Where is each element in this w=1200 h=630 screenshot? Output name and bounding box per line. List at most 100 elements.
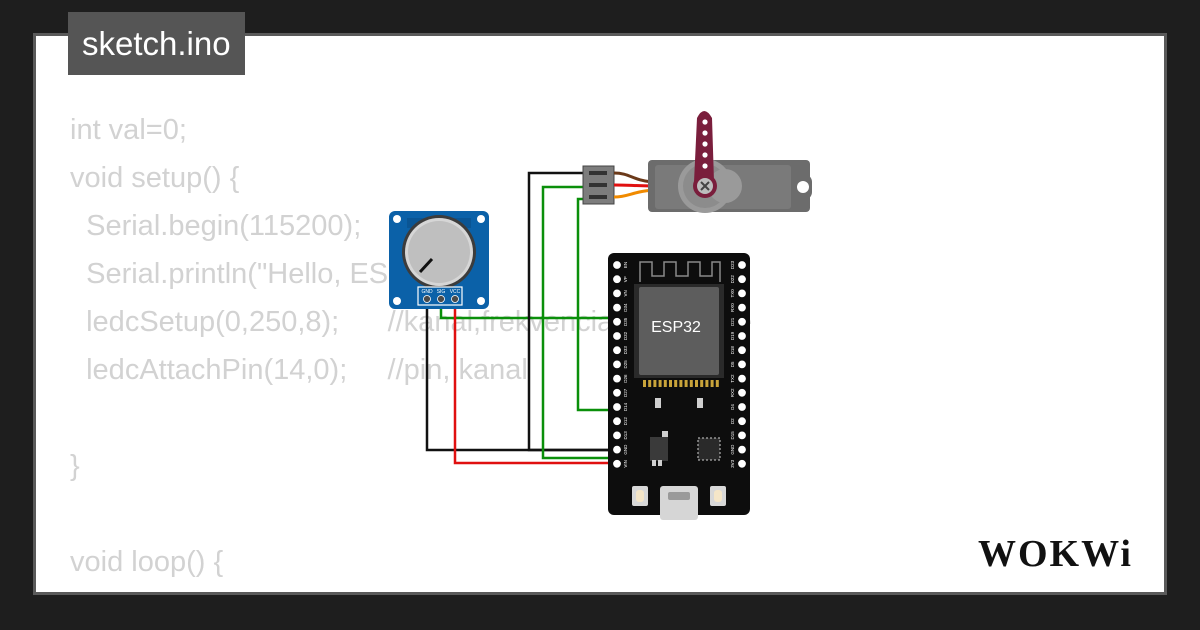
wire-servo-signal[interactable]	[576, 197, 616, 412]
preview-panel: int val=0; void setup() { Serial.begin(11…	[33, 33, 1167, 595]
esp32-pin-label: D34	[623, 303, 628, 312]
esp32-pin-label: D2	[730, 418, 735, 424]
esp32-pin-label: GND	[730, 444, 735, 455]
esp32-pin-label: D25	[623, 360, 628, 369]
esp32-pin[interactable]	[737, 416, 747, 427]
esp32-pin[interactable]	[612, 331, 622, 341]
module-pad	[663, 380, 667, 387]
servo-motor-icon[interactable]	[648, 111, 812, 213]
esp32-pin-label: D13	[623, 431, 628, 440]
esp32-pin-label: D19	[730, 331, 735, 340]
esp32-pin[interactable]	[737, 260, 747, 270]
esp32-pin[interactable]	[737, 331, 747, 341]
esp32-devkit-icon[interactable]: ESP32 ENVPVND34D35D32D33D25D26D27D14D12D…	[608, 253, 750, 520]
esp32-pin-label: D18	[730, 346, 735, 355]
wire-servo-gnd[interactable]	[527, 171, 616, 452]
esp32-pin[interactable]	[612, 444, 622, 455]
esp32-pin[interactable]	[612, 430, 622, 441]
pot-pin-label-gnd: GND	[421, 289, 433, 295]
esp32-pin[interactable]	[737, 302, 747, 313]
esp32-pin[interactable]	[737, 373, 747, 384]
esp32-pin[interactable]	[737, 387, 747, 398]
esp32-pin-label: D22	[730, 275, 735, 284]
esp32-pin[interactable]	[737, 458, 747, 469]
esp32-pin-label: 3V3	[730, 459, 735, 468]
esp32-pin-label: GND	[623, 444, 628, 455]
esp32-pin[interactable]	[737, 444, 747, 455]
esp32-pin[interactable]	[612, 373, 622, 384]
esp32-pin[interactable]	[612, 260, 622, 270]
esp32-pin[interactable]	[737, 316, 747, 327]
module-pad	[648, 380, 652, 387]
esp32-pin-label: D4	[730, 404, 735, 410]
esp32-pin-label: D5	[730, 361, 735, 367]
esp32-pin[interactable]	[737, 288, 747, 299]
esp32-pin-label: D26	[623, 374, 628, 383]
esp32-pin[interactable]	[612, 274, 622, 285]
code-line: Serial.begin(115200);	[70, 210, 362, 242]
esp32-pin[interactable]	[612, 316, 622, 327]
module-pad	[658, 380, 662, 387]
esp32-pin[interactable]	[737, 345, 747, 356]
esp32-pin-label: D33	[623, 346, 628, 355]
esp32-pin-label: VP	[623, 276, 628, 282]
esp32-pin-label: D12	[623, 417, 628, 426]
esp32-pin-label: TX0	[730, 289, 735, 298]
module-pads	[643, 380, 719, 387]
esp32-pin[interactable]	[612, 402, 622, 412]
module-pad	[653, 380, 657, 387]
esp32-pin-label: D23	[730, 260, 735, 269]
pot-pin-label-vcc: VCC	[450, 289, 461, 295]
esp32-pin-label: D32	[623, 331, 628, 340]
code-line: int val=0;	[70, 114, 187, 146]
esp32-pin[interactable]	[737, 402, 747, 412]
esp32-label: ESP32	[651, 319, 701, 336]
pot-pin-label-sig: SIG	[437, 289, 446, 295]
module-pad	[689, 380, 693, 387]
esp32-pin[interactable]	[612, 302, 622, 313]
module-pad	[679, 380, 683, 387]
file-title[interactable]: sketch.ino	[68, 12, 245, 75]
esp32-pin[interactable]	[612, 288, 622, 299]
esp32-pin-label: D35	[623, 317, 628, 326]
esp32-pin[interactable]	[737, 430, 747, 441]
esp32-pin[interactable]	[612, 458, 622, 469]
esp32-pin-label: D27	[623, 388, 628, 397]
esp32-pin-label: VN	[623, 290, 628, 296]
wokwi-logo: WOKWi	[978, 533, 1133, 575]
esp32-pin-label: D14	[623, 402, 628, 411]
module-pad	[669, 380, 672, 387]
esp32-pin[interactable]	[612, 359, 622, 370]
esp32-pin-label: VIN	[623, 460, 628, 468]
module-pad	[643, 380, 646, 387]
wire-servo-vcc[interactable]	[541, 185, 616, 460]
wokwi-logo-text: WOKWi	[978, 533, 1133, 575]
code-line: }	[70, 450, 80, 482]
esp32-pin[interactable]	[737, 274, 747, 285]
esp32-pin-label: D15	[730, 431, 735, 440]
code-line: ledcAttachPin(14,0); //pin, kanal	[70, 354, 528, 386]
esp32-pin[interactable]	[612, 416, 622, 427]
module-pad	[695, 380, 698, 387]
esp32-pin-label: D21	[730, 317, 735, 326]
module-pad	[674, 380, 678, 387]
module-pad	[715, 380, 719, 387]
module-pad	[684, 380, 688, 387]
esp32-pin[interactable]	[737, 359, 747, 370]
code-line: void setup() {	[70, 162, 240, 194]
esp32-pin-label: RX2	[730, 388, 735, 397]
module-pad	[710, 380, 714, 387]
module-pad	[700, 380, 704, 387]
rotary-potentiometer-icon[interactable]: GND SIG VCC	[389, 211, 489, 309]
esp32-pin-label: RX0	[730, 303, 735, 312]
servo-connector[interactable]	[582, 165, 661, 205]
code-line: void loop() {	[70, 546, 224, 578]
esp32-pin[interactable]	[612, 387, 622, 398]
esp32-pin[interactable]	[612, 345, 622, 356]
esp32-pin-label: TX2	[730, 374, 735, 383]
esp32-pin-label: EN	[623, 262, 628, 268]
